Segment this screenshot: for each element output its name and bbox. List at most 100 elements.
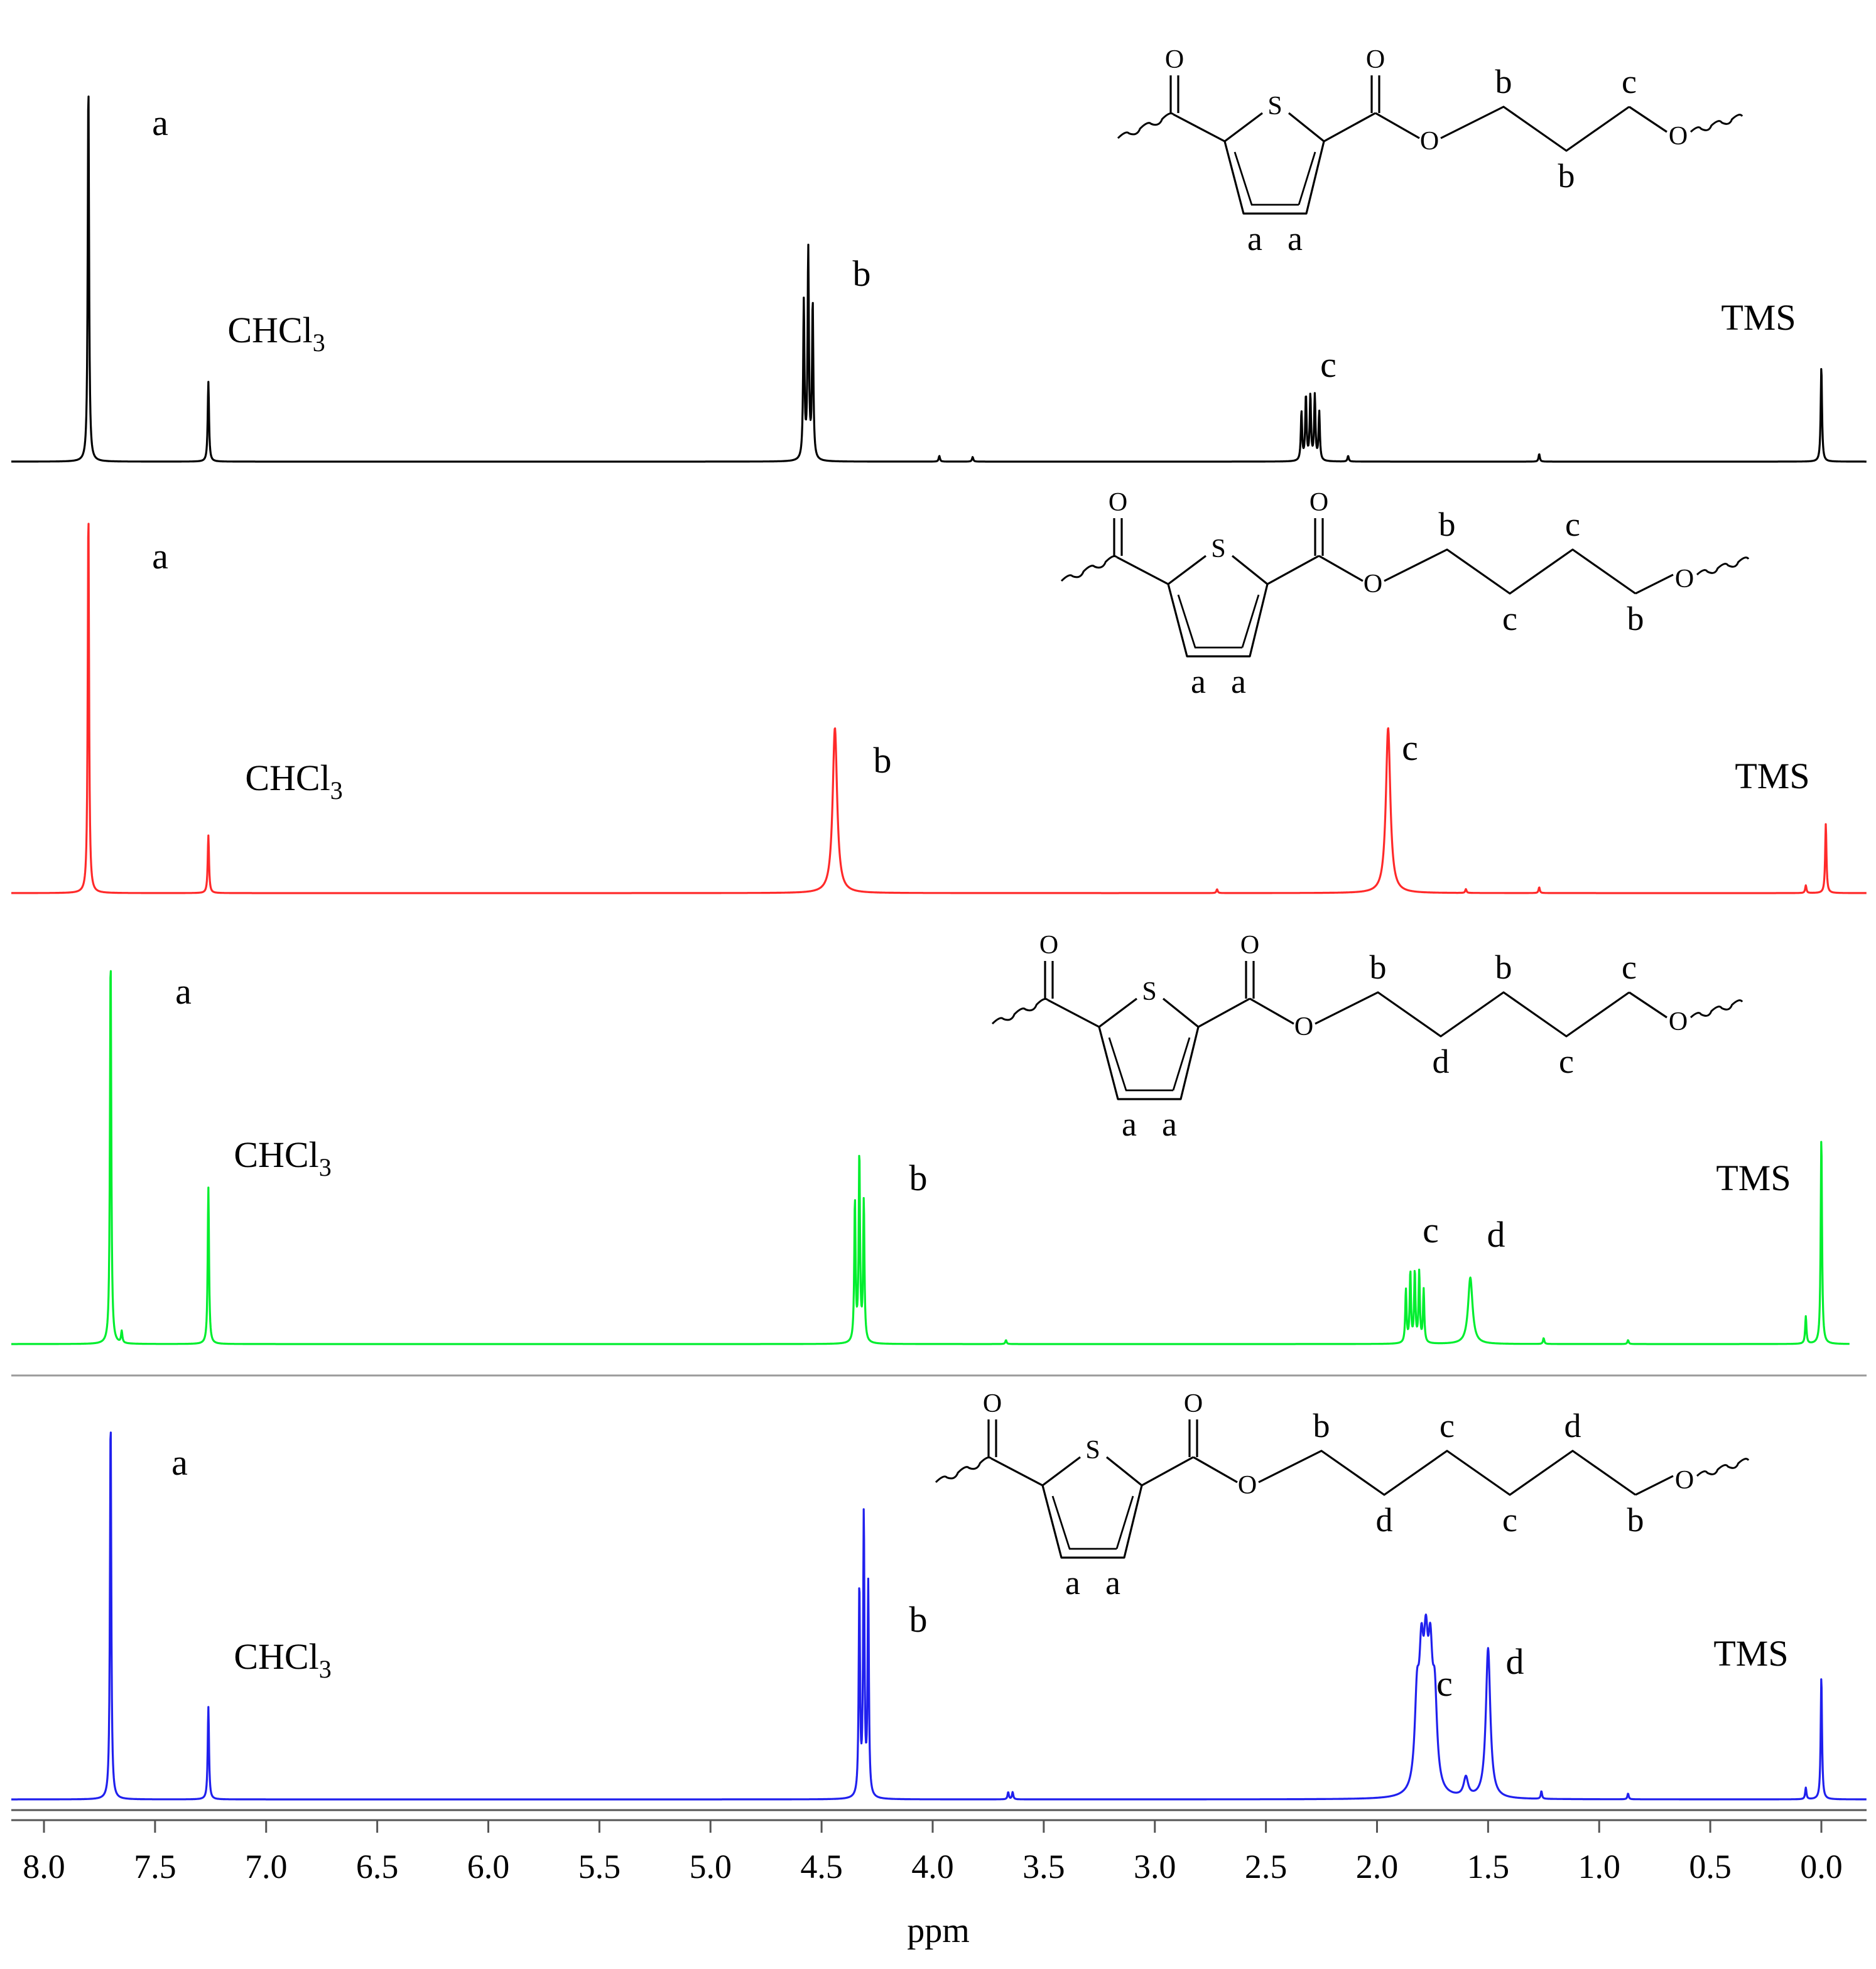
- chain-label-b: b: [1313, 1407, 1330, 1445]
- peak-label-c: c: [1320, 344, 1337, 385]
- chain-label-b: b: [1439, 506, 1456, 543]
- x-axis-label: ppm: [907, 1911, 970, 1950]
- bond: [1162, 997, 1200, 1028]
- ester-oxygen: O: [1420, 127, 1439, 156]
- bond: [1298, 151, 1316, 205]
- x-tick-label: 6.0: [467, 1848, 510, 1885]
- ring-label-a: a: [1247, 220, 1262, 258]
- chain-label-c: c: [1502, 1501, 1517, 1539]
- ester-oxygen: O: [1364, 570, 1382, 599]
- bond: [1167, 583, 1269, 658]
- peak-label-tms: TMS: [1716, 1158, 1791, 1198]
- bond: [1115, 1495, 1134, 1549]
- bond: [1231, 555, 1269, 585]
- spectrum-3: [11, 970, 1850, 1345]
- carbonyl-oxygen-left: O: [983, 1389, 1002, 1418]
- ring-label-a: a: [1288, 220, 1303, 258]
- wavy-bond: [1696, 556, 1750, 576]
- peak-label-tms: TMS: [1713, 1633, 1788, 1674]
- peak-label-tms: TMS: [1735, 756, 1809, 796]
- ether-oxygen: O: [1669, 1007, 1688, 1036]
- chain-label-b: b: [1495, 63, 1512, 100]
- thiophene-sulfur: S: [1142, 977, 1156, 1006]
- peak-label-a: a: [171, 1442, 188, 1483]
- x-tick-label: 4.0: [911, 1848, 954, 1885]
- bond: [1108, 1037, 1127, 1091]
- ring-label-a: a: [1162, 1105, 1177, 1143]
- x-tick-label: 7.5: [134, 1848, 176, 1885]
- bond: [1198, 997, 1250, 1028]
- wavy-bond: [1117, 112, 1174, 139]
- peak-label-d: d: [1506, 1641, 1524, 1682]
- bond: [1041, 1485, 1143, 1559]
- x-tick-label: 3.0: [1134, 1848, 1176, 1885]
- bond: [1635, 1475, 1674, 1496]
- x-tick-label: 4.5: [800, 1848, 843, 1885]
- bond: [1223, 141, 1325, 215]
- bond: [1375, 112, 1420, 139]
- thiophene-sulfur: S: [1267, 92, 1282, 121]
- ether-oxygen: O: [1675, 565, 1694, 594]
- peak-label-chcl: CHCl3: [234, 1134, 331, 1181]
- bond: [1042, 1456, 1081, 1487]
- ester-oxygen: O: [1238, 1471, 1257, 1500]
- carbonyl-oxygen-left: O: [1039, 931, 1058, 960]
- spectrum-4: [11, 1431, 1867, 1801]
- bond: [1249, 997, 1294, 1025]
- bond: [1177, 594, 1196, 648]
- peak-label-chcl: CHCl3: [227, 310, 325, 357]
- x-tick-label: 2.0: [1356, 1848, 1399, 1885]
- chain-label-b: b: [1627, 1501, 1644, 1539]
- ring-label-a: a: [1191, 663, 1206, 700]
- x-tick-label: 0.0: [1800, 1848, 1843, 1885]
- chain-label-b: b: [1495, 948, 1512, 986]
- bond: [1258, 1450, 1636, 1496]
- bond: [1172, 1037, 1191, 1091]
- chain-label-d: d: [1376, 1501, 1393, 1539]
- spectrum-line-4: [11, 1431, 1867, 1801]
- chain-label-b: b: [1627, 600, 1644, 637]
- ester-oxygen: O: [1294, 1012, 1313, 1041]
- peak-label-c: c: [1436, 1663, 1453, 1704]
- peak-label-tms: TMS: [1721, 297, 1796, 338]
- chain-label-d: d: [1433, 1043, 1450, 1080]
- spectrum-line-1: [11, 95, 1867, 463]
- carbonyl-oxygen-right: O: [1184, 1389, 1203, 1418]
- chain-label-c: c: [1502, 600, 1517, 637]
- bond: [1629, 991, 1667, 1019]
- bond: [1318, 555, 1364, 582]
- bond: [1168, 555, 1206, 585]
- peak-label-b: b: [874, 740, 892, 781]
- ether-oxygen: O: [1669, 122, 1688, 151]
- thiophene-sulfur: S: [1085, 1436, 1100, 1465]
- peak-label-a: a: [152, 536, 168, 577]
- bond: [1315, 991, 1630, 1038]
- x-tick-label: 0.5: [1689, 1848, 1732, 1885]
- bond: [1116, 556, 1169, 585]
- spectrum-line-3: [11, 970, 1850, 1345]
- ether-oxygen: O: [1675, 1466, 1694, 1495]
- ring-label-a: a: [1122, 1105, 1137, 1143]
- bond: [1047, 999, 1100, 1028]
- spectrum-line-2: [11, 523, 1867, 894]
- peak-label-a: a: [175, 971, 192, 1012]
- x-tick-label: 7.0: [245, 1848, 288, 1885]
- bond: [1051, 1495, 1071, 1549]
- carbonyl-oxygen-right: O: [1366, 45, 1385, 74]
- bond: [1267, 555, 1320, 585]
- wavy-bond: [1689, 114, 1743, 133]
- wavy-bond: [935, 1456, 992, 1484]
- chain-label-c: c: [1622, 63, 1637, 100]
- peak-label-d: d: [1487, 1214, 1505, 1255]
- bond: [990, 1457, 1043, 1487]
- wavy-bond: [1689, 999, 1743, 1019]
- spectrum-1: [11, 95, 1867, 463]
- bond: [1323, 112, 1376, 143]
